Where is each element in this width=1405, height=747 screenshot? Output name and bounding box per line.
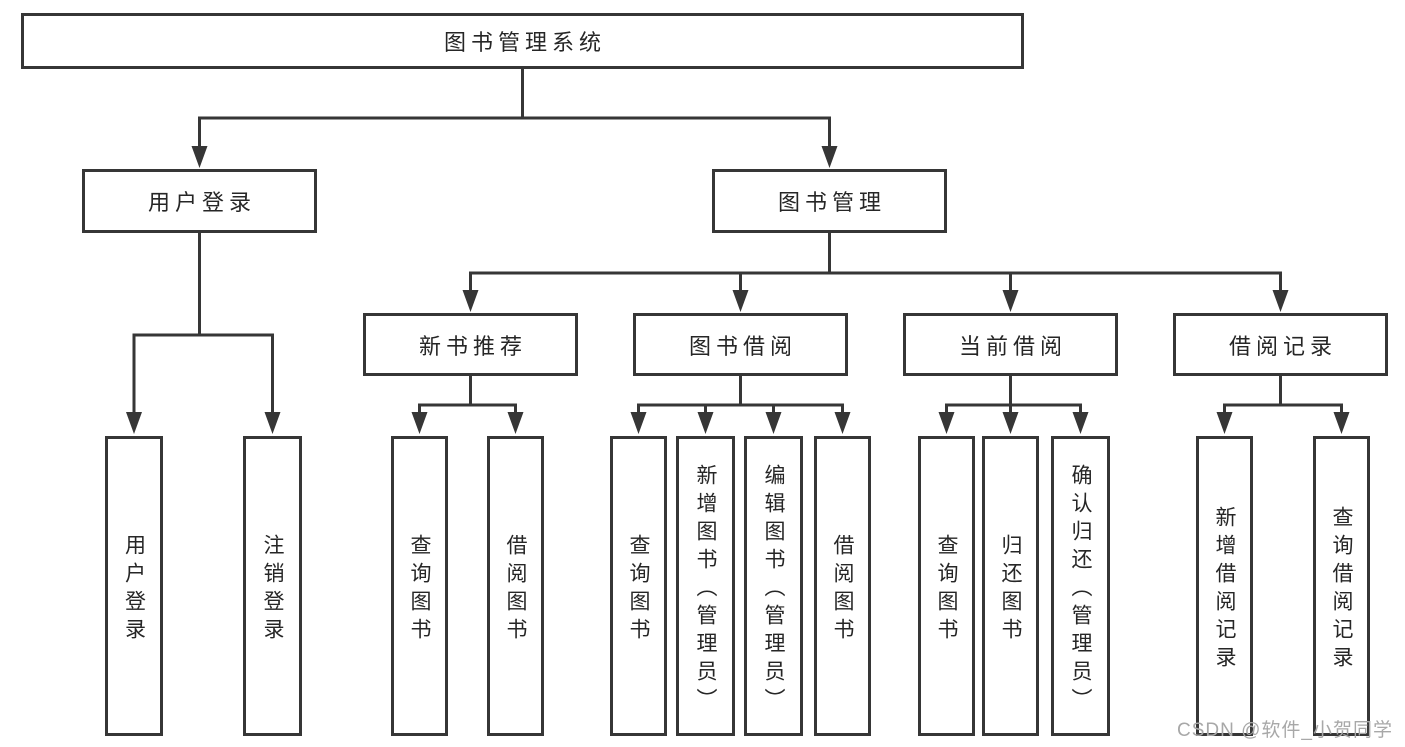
node-book-management: 图书管理 xyxy=(712,169,947,233)
node-root: 图书管理系统 xyxy=(21,13,1024,69)
node-leaf-borrow-book-label: 借阅图书 xyxy=(831,533,854,646)
node-leaf-borrow-book-recommend: 借阅图书 xyxy=(487,436,544,736)
node-new-book-recommend: 新书推荐 xyxy=(363,313,578,376)
node-leaf-user-login-label: 用户登录 xyxy=(122,533,146,646)
node-leaf-add-book-admin-label: 新增图书（管理员） xyxy=(694,463,717,716)
node-book-borrow: 图书借阅 xyxy=(633,313,848,376)
node-leaf-query-borrow-record: 查询借阅记录 xyxy=(1313,436,1370,736)
node-leaf-borrow-book: 借阅图书 xyxy=(814,436,871,736)
node-leaf-add-book-admin: 新增图书（管理员） xyxy=(676,436,735,736)
node-borrow-records: 借阅记录 xyxy=(1173,313,1388,376)
node-user-login-label: 用户登录 xyxy=(147,190,256,215)
node-leaf-query-book-current-label: 查询图书 xyxy=(935,533,958,646)
node-leaf-edit-book-admin-label: 编辑图书（管理员） xyxy=(762,463,785,716)
node-root-label: 图书管理系统 xyxy=(443,30,606,55)
node-leaf-add-borrow-record: 新增借阅记录 xyxy=(1196,436,1253,736)
node-current-borrow-label: 当前借阅 xyxy=(958,333,1067,359)
node-leaf-logout-label: 注销登录 xyxy=(261,533,284,646)
node-book-management-label: 图书管理 xyxy=(777,190,886,215)
node-borrow-records-label: 借阅记录 xyxy=(1228,333,1337,359)
node-leaf-logout: 注销登录 xyxy=(243,436,302,736)
node-leaf-edit-book-admin: 编辑图书（管理员） xyxy=(744,436,803,736)
node-user-login: 用户登录 xyxy=(82,169,317,233)
node-leaf-user-login: 用户登录 xyxy=(105,436,163,736)
node-current-borrow: 当前借阅 xyxy=(903,313,1118,376)
node-leaf-query-book-borrow-label: 查询图书 xyxy=(627,533,650,646)
node-leaf-return-book-label: 归还图书 xyxy=(999,533,1022,646)
node-leaf-query-book-recommend-label: 查询图书 xyxy=(408,533,431,646)
node-leaf-confirm-return-admin: 确认归还（管理员） xyxy=(1051,436,1110,736)
node-leaf-query-book-current: 查询图书 xyxy=(918,436,975,736)
node-leaf-confirm-return-admin-label: 确认归还（管理员） xyxy=(1069,463,1092,716)
node-book-borrow-label: 图书借阅 xyxy=(688,333,797,359)
node-leaf-return-book: 归还图书 xyxy=(982,436,1039,736)
node-leaf-query-book-borrow: 查询图书 xyxy=(610,436,667,736)
watermark: CSDN @软件_小贺同学 xyxy=(1177,720,1393,741)
node-leaf-borrow-book-recommend-label: 借阅图书 xyxy=(504,533,527,646)
node-new-book-recommend-label: 新书推荐 xyxy=(418,333,527,359)
node-leaf-query-borrow-record-label: 查询借阅记录 xyxy=(1330,505,1353,674)
node-leaf-query-book-recommend: 查询图书 xyxy=(391,436,448,736)
node-leaf-add-borrow-record-label: 新增借阅记录 xyxy=(1213,505,1236,674)
